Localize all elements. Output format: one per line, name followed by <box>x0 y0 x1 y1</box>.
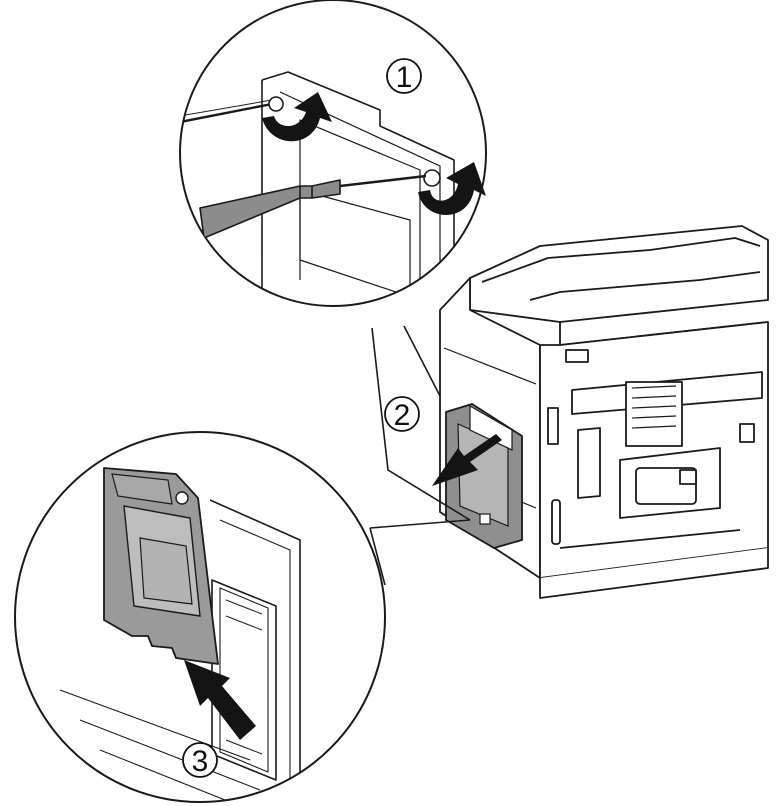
rotate-arrow-icon <box>418 162 486 215</box>
step-1-marker: 1 <box>386 58 422 94</box>
interface-cover-panel <box>103 467 219 665</box>
callout-lines <box>369 325 471 586</box>
printer-illustration <box>439 225 769 599</box>
step-3-number: 3 <box>192 745 209 778</box>
pull-arrow-icon <box>432 434 502 486</box>
step-3-marker: 3 <box>182 742 218 778</box>
printer-top-cover <box>469 225 769 323</box>
detail-circle-screws: 1 <box>179 0 487 307</box>
interface-cover-removed <box>445 403 523 549</box>
step-2-marker: 2 <box>384 396 420 432</box>
rotate-arrow-icon <box>262 92 332 142</box>
detail-circle-cover: 3 <box>14 431 386 803</box>
screwdriver-icon <box>199 179 341 239</box>
step-2-number: 2 <box>394 399 411 432</box>
push-arrow-icon <box>184 660 256 740</box>
printer-back-panel <box>539 321 769 579</box>
step-1-number: 1 <box>396 61 413 94</box>
